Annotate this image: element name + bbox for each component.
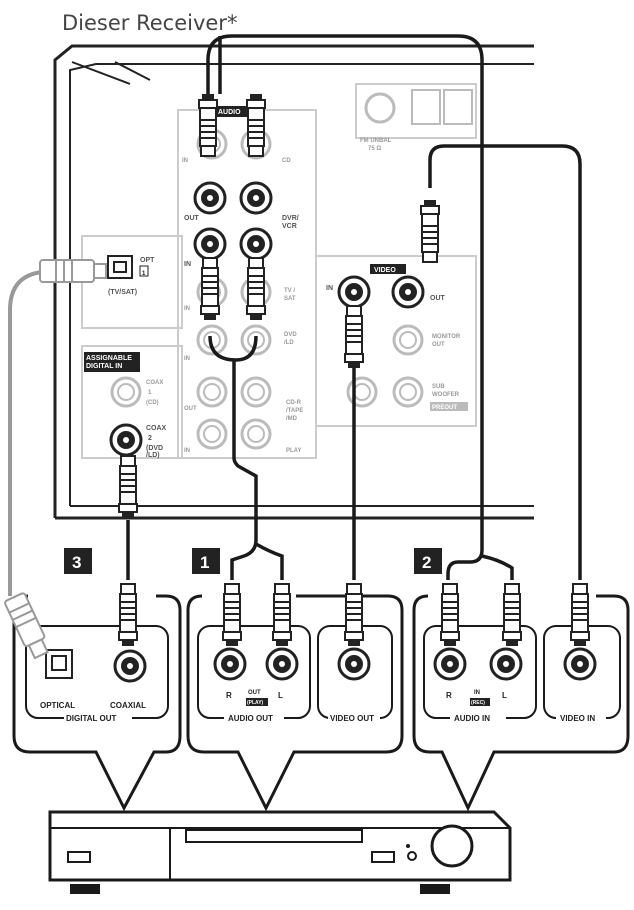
dvr-in-r-jack	[193, 227, 227, 261]
label-in-cd: IN	[182, 158, 188, 164]
label-tv-sat: TV /SAT	[284, 288, 296, 302]
label-opt-num: 1	[142, 271, 146, 277]
label-in-tv: IN	[184, 306, 190, 312]
audio-out-r-jack	[213, 647, 247, 681]
audio-in-l-jack	[489, 647, 523, 681]
disc-tray	[185, 829, 363, 843]
audio-header: AUDIO	[218, 109, 241, 116]
video-header: VIDEO	[374, 267, 396, 274]
video-in-jack-player	[563, 647, 597, 681]
jack-label-l-out: L	[278, 691, 283, 700]
label-coax1-num: 1	[148, 390, 152, 396]
panel-digital-out: 3 OPTICAL COAXIAL DIGITAL OUT	[12, 548, 182, 812]
dvr-out-l-jack	[239, 181, 273, 215]
video-header-badge	[370, 264, 406, 274]
video-in-jack	[337, 275, 371, 309]
audio-header-badge	[210, 106, 258, 117]
panel-2-badge	[414, 548, 442, 574]
caption-audio-out: AUDIO OUT	[228, 714, 273, 723]
volume-knob	[430, 824, 474, 868]
label-rec-badge: (REC)	[471, 700, 485, 706]
jack-label-l-in: L	[502, 691, 507, 700]
panel-3-number: 3	[72, 553, 81, 572]
diagram-title: Dieser Receiver*	[62, 11, 237, 35]
label-out-play: OUT	[248, 690, 261, 696]
label-opt-sub: (TV/SAT)	[108, 289, 137, 296]
label-cd: CD	[282, 158, 291, 164]
panel-3-badge	[64, 548, 92, 574]
label-coax2: COAX	[146, 425, 167, 432]
label-preout: PREOUT	[432, 405, 457, 411]
caption-audio-in: AUDIO IN	[454, 714, 490, 723]
label-play-badge: (PLAY)	[247, 700, 264, 706]
jack-label-optical: OPTICAL	[40, 701, 75, 710]
caption-video-out: VIDEO OUT	[330, 714, 374, 723]
label-in-play: IN	[184, 448, 190, 454]
label-cd-r: CD-R/TAPE/MD	[286, 400, 303, 422]
video-out-jack	[391, 275, 425, 309]
coaxial-out-jack	[113, 649, 147, 683]
caption-digital-out: DIGITAL OUT	[66, 714, 116, 723]
panel-audio-video-out: 1 R L OUT (PLAY) AUDIO OUT VIDEO OUT	[186, 548, 404, 812]
label-video-in: IN	[326, 285, 333, 292]
caption-video-in: VIDEO IN	[560, 714, 595, 723]
label-in-dvd: IN	[184, 356, 190, 362]
label-coax2-sub: (DVD/LD)	[146, 445, 163, 459]
dvr-in-l-jack	[239, 227, 273, 261]
jack-label-coaxial: COAXIAL	[110, 701, 146, 710]
headphone-jack	[407, 851, 417, 861]
panel-1-number: 1	[200, 553, 209, 572]
video-out-jack-player	[337, 647, 371, 681]
dvr-out-r-jack	[193, 181, 227, 215]
optical-plug-player	[4, 592, 49, 660]
receiver-back-panel: AUDIO CD IN OUT DVR/VCR IN TV /SAT IN DV…	[53, 44, 534, 520]
coax2-in-jack	[109, 423, 143, 457]
assignable-header-badge	[84, 352, 140, 372]
eject-button	[371, 851, 395, 863]
audio-out-l-jack	[265, 647, 299, 681]
label-play: PLAY	[286, 448, 301, 454]
label-coax2-num: 2	[148, 435, 152, 442]
optical-plug-receiver	[39, 259, 107, 283]
jack-label-r-in: R	[446, 691, 452, 700]
label-in-dvr: IN	[184, 261, 191, 268]
label-video-out: OUT	[430, 295, 446, 302]
label-coax1-sub: (CD)	[146, 400, 159, 406]
label-in-rec: IN	[474, 690, 480, 696]
panel-2-number: 2	[422, 553, 431, 572]
panel-1-badge	[192, 548, 220, 574]
jack-label-r-out: R	[226, 691, 232, 700]
label-out-dvr: OUT	[184, 215, 200, 222]
panel-audio-video-in: 2 R L IN (REC) AUDIO IN VIDEO IN	[412, 548, 630, 812]
audio-in-r-jack	[433, 647, 467, 681]
label-out-cdr: OUT	[184, 406, 197, 412]
power-button	[67, 851, 91, 863]
label-dvd-ld: DVD/LD	[284, 332, 297, 346]
cables	[8, 34, 582, 596]
label-dvd-vcr: DVR/VCR	[282, 215, 299, 230]
label-coax1: COAX	[146, 380, 163, 386]
label-opt: OPT	[140, 257, 155, 264]
player-device	[48, 810, 512, 894]
